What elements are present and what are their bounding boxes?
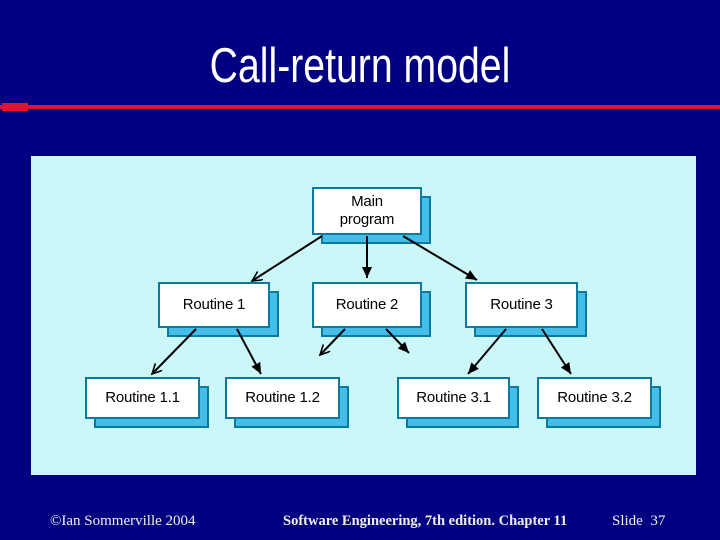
node-routine-3-1: Routine 3.1 [397,377,519,428]
node-main-program: Main program [312,187,431,244]
node-label: Main program [312,187,422,235]
node-routine-3-2: Routine 3.2 [537,377,661,428]
node-label: Routine 2 [312,282,422,328]
node-routine-3: Routine 3 [465,282,587,337]
node-routine-1-1: Routine 1.1 [85,377,209,428]
arrow-routine1-to-routine1-2 [236,328,262,375]
node-label: Routine 1.2 [225,377,340,419]
title-underline [0,103,720,111]
footer-copyright: ©Ian Sommerville 2004 [50,513,196,529]
footer-slide-number: Slide 37 [612,513,666,529]
arrow-routine2-left [320,328,346,355]
node-label: Routine 1 [158,282,270,328]
node-routine-2: Routine 2 [312,282,431,337]
arrow-routine1-to-routine1-1 [152,328,197,374]
title-underline-accent [2,103,28,111]
node-label: Routine 3 [465,282,578,328]
arrow-main-to-routine3 [402,235,478,281]
arrow-routine3-to-routine3-1 [467,328,507,375]
call-arrows-layer [31,235,572,475]
slide-title: Call-return model [209,39,511,93]
footer-book-title: Software Engineering, 7th edition. Chapt… [283,513,568,529]
arrow-main-to-routine1 [252,235,323,281]
node-routine-1: Routine 1 [158,282,279,337]
node-label: Routine 3.2 [537,377,652,419]
node-label: Routine 3.1 [397,377,510,419]
node-label: Routine 1.1 [85,377,200,419]
arrow-routine3-to-routine3-2 [541,328,572,375]
arrow-routine2-right [385,328,410,354]
node-routine-1-2: Routine 1.2 [225,377,349,428]
diagram-panel: Main program Routine 1 Routine 2 Routine… [31,156,696,475]
